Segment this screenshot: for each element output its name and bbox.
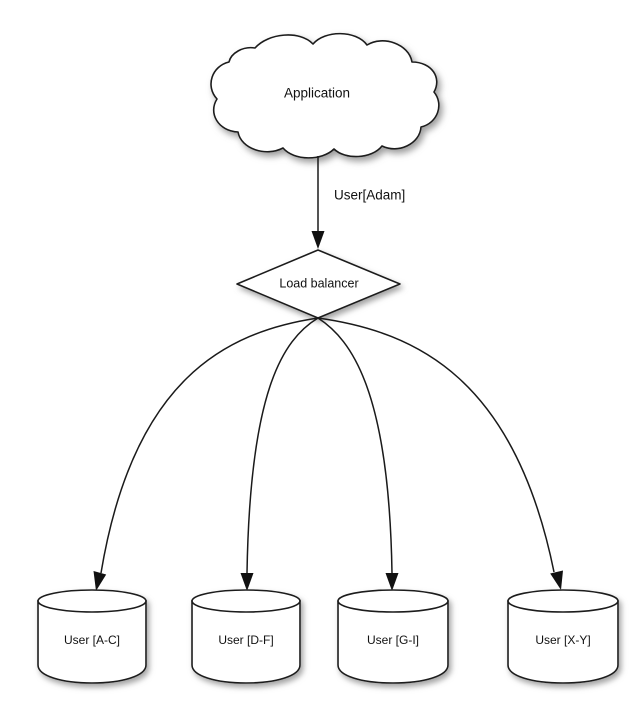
balancer-to-db-a-c-edge[interactable] (93, 317, 319, 591)
db-x-y-node[interactable]: User [X-Y] (507, 589, 619, 684)
application-cloud-node[interactable]: Application (210, 32, 440, 159)
db-g-i-label: User [G-I] (367, 633, 419, 647)
db-d-f-node[interactable]: User [D-F] (191, 589, 301, 684)
balancer-to-db-g-i-edge[interactable] (317, 317, 399, 591)
db-x-y-label: User [X-Y] (535, 633, 590, 647)
db-a-c-node[interactable]: User [A-C] (37, 589, 147, 684)
balancer-to-db-d-f-edge[interactable] (240, 317, 319, 591)
db-d-f-label: User [D-F] (218, 633, 273, 647)
db-a-c-label: User [A-C] (64, 633, 120, 647)
load-balancer-label: Load balancer (279, 276, 358, 290)
balancer-to-db-x-y-edge[interactable] (317, 317, 563, 590)
application-to-balancer-label: User[Adam] (334, 188, 405, 203)
db-g-i-node[interactable]: User [G-I] (337, 589, 449, 684)
load-balancer-node[interactable]: Load balancer (236, 249, 401, 319)
application-cloud-label: Application (284, 86, 350, 101)
application-to-balancer-edge[interactable]: User[Adam] (311, 156, 406, 249)
